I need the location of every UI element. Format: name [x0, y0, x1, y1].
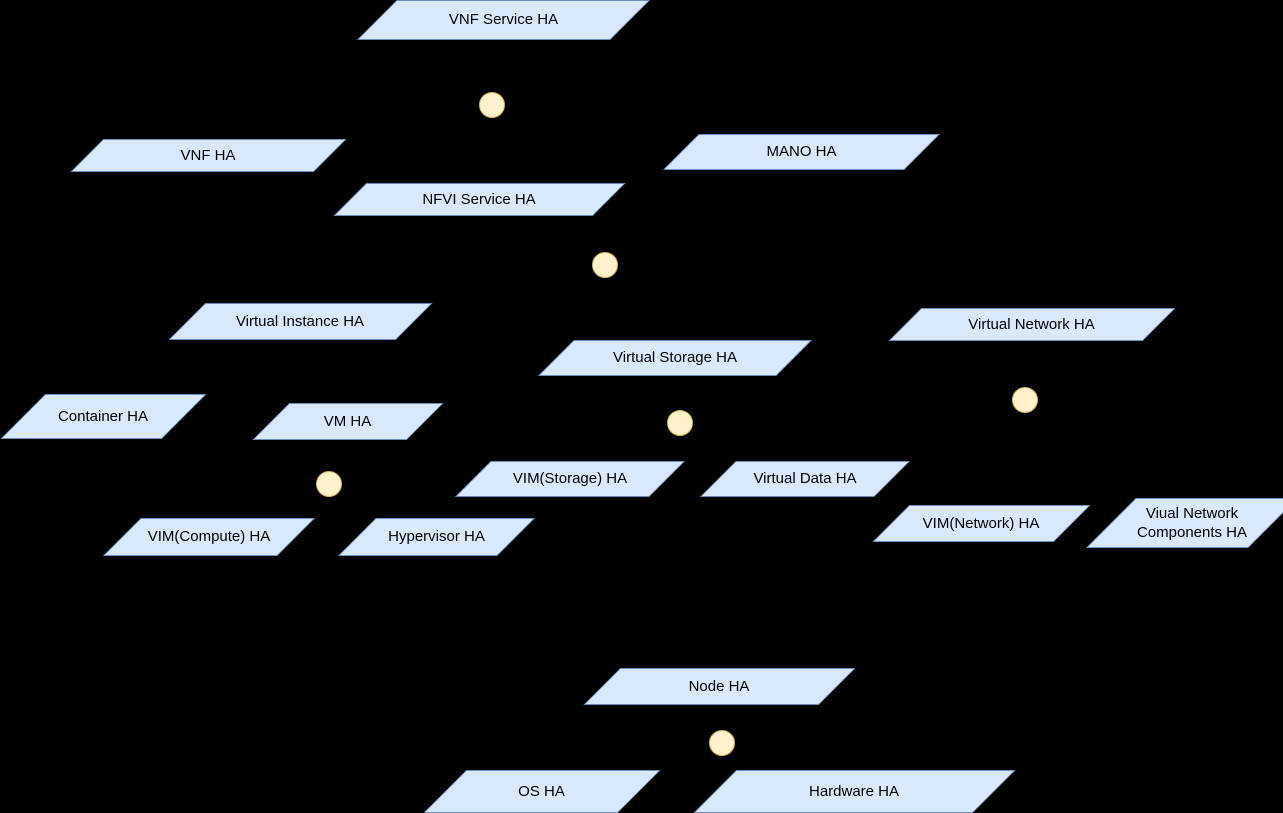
node-vm-ha: VM HA: [252, 403, 443, 440]
node-vnf-ha: VNF HA: [70, 139, 346, 172]
connector-circle-icon: [1012, 387, 1038, 413]
node-label: OS HA: [518, 782, 565, 800]
node-virtual-data-ha: Virtual Data HA: [700, 461, 910, 497]
node-vim-compute-ha: VIM(Compute) HA: [103, 518, 315, 556]
node-nfvi-service-ha: NFVI Service HA: [333, 183, 625, 216]
node-vim-storage-ha: VIM(Storage) HA: [455, 461, 685, 497]
node-hardware-ha: Hardware HA: [693, 770, 1015, 813]
connector-circle-icon: [667, 410, 693, 436]
node-virtual-storage-ha: Virtual Storage HA: [538, 340, 812, 376]
node-label: Node HA: [688, 677, 750, 695]
node-vnf-service-ha: VNF Service HA: [357, 0, 650, 40]
node-label: Virtual Data HA: [753, 470, 857, 488]
node-label: Viual Network Components HA: [1136, 504, 1248, 542]
node-virtual-network-components-ha: Viual Network Components HA: [1086, 498, 1283, 548]
node-virtual-network-ha: Virtual Network HA: [888, 308, 1175, 341]
node-label: VIM(Compute) HA: [147, 528, 271, 546]
node-label: Hypervisor HA: [388, 528, 485, 546]
connector-circle-icon: [709, 730, 735, 756]
node-vim-network-ha: VIM(Network) HA: [872, 505, 1090, 542]
node-label: Virtual Storage HA: [613, 349, 737, 367]
node-label: Virtual Instance HA: [235, 312, 365, 330]
node-label: VNF HA: [180, 146, 236, 164]
node-virtual-instance-ha: Virtual Instance HA: [168, 303, 432, 340]
node-label: MANO HA: [766, 143, 837, 161]
node-container-ha: Container HA: [0, 394, 206, 439]
node-mano-ha: MANO HA: [663, 134, 940, 170]
node-label: Container HA: [57, 407, 149, 425]
node-label: VIM(Network) HA: [922, 514, 1040, 532]
node-label: NFVI Service HA: [422, 190, 536, 208]
node-label: Virtual Network HA: [968, 315, 1095, 333]
connector-circle-icon: [592, 252, 618, 278]
node-label: VNF Service HA: [448, 11, 559, 29]
node-label: Hardware HA: [808, 782, 900, 800]
node-node-ha: Node HA: [583, 668, 855, 705]
node-label: VIM(Storage) HA: [512, 470, 628, 488]
connector-circle-icon: [479, 92, 505, 118]
node-label: VM HA: [323, 412, 372, 430]
node-os-ha: OS HA: [423, 770, 660, 813]
node-hypervisor-ha: Hypervisor HA: [338, 518, 535, 556]
connector-circle-icon: [316, 471, 342, 497]
